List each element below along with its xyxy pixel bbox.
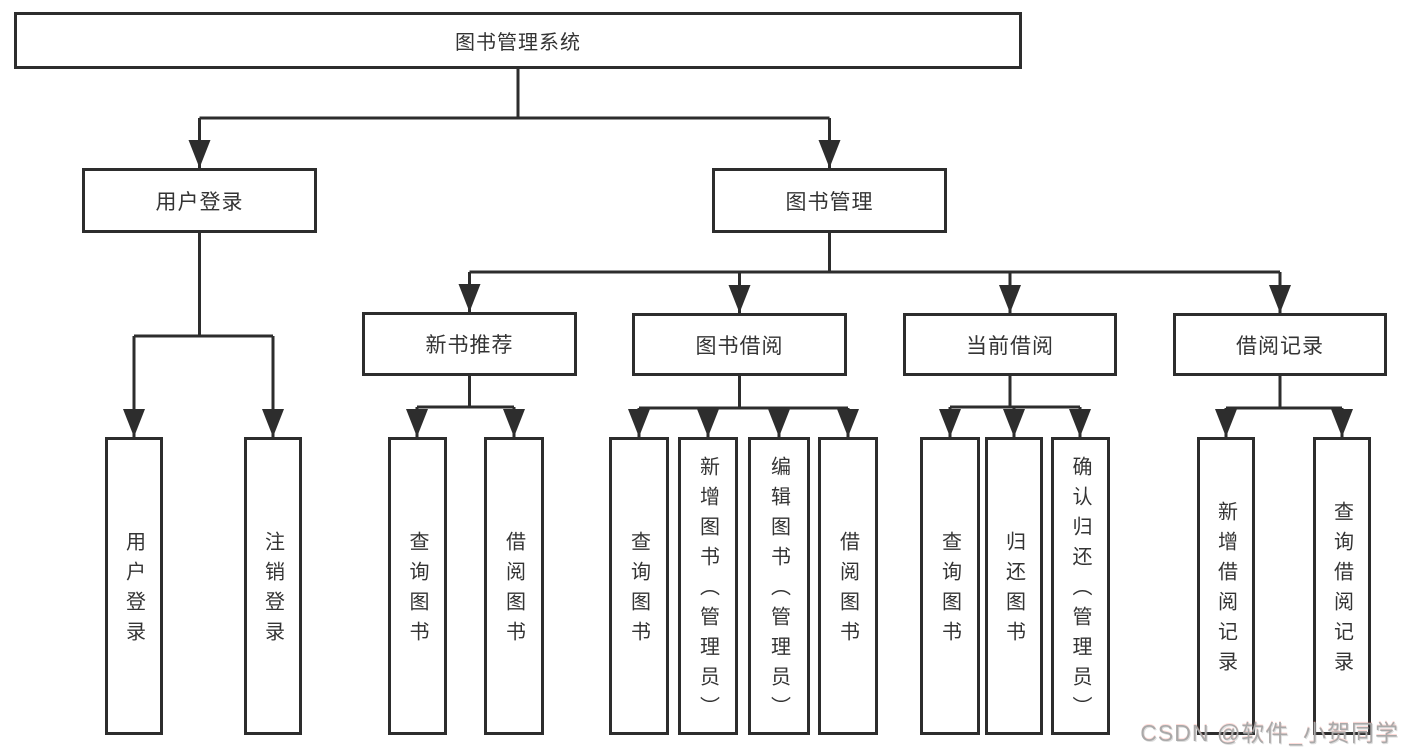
leaf-current-query-books: 查询图书 [920, 437, 980, 735]
arrowhead-icon [1331, 409, 1353, 437]
node-current-borrow: 当前借阅 [903, 313, 1117, 376]
leaf-borrow-edit-books-admin: 编辑图书（管理员） [748, 437, 810, 735]
arrowhead-icon [939, 409, 961, 437]
leaf-borrow-query-books: 查询图书 [609, 437, 669, 735]
leaf-current-return-books: 归还图书 [985, 437, 1043, 735]
arrowhead-icon [837, 409, 859, 437]
node-root: 图书管理系统 [14, 12, 1022, 69]
arrowhead-icon [999, 285, 1021, 313]
arrowhead-icon [458, 284, 481, 312]
arrowhead-icon [1269, 285, 1291, 313]
arrowhead-icon [628, 409, 650, 437]
leaf-recommend-borrow-books: 借阅图书 [484, 437, 544, 735]
node-user-login: 用户登录 [82, 168, 317, 233]
leaf-borrow-borrow-books: 借阅图书 [818, 437, 878, 735]
node-book-management: 图书管理 [712, 168, 947, 233]
arrowhead-icon [503, 409, 525, 437]
leaf-login-logout: 注销登录 [244, 437, 302, 735]
leaf-borrow-add-books-admin: 新增图书（管理员） [678, 437, 738, 735]
watermark: CSDN @软件_小贺同学 [1140, 720, 1399, 746]
arrowhead-icon [1069, 409, 1091, 437]
arrowhead-icon [818, 140, 841, 168]
arrowhead-icon [406, 409, 428, 437]
arrowhead-icon [262, 409, 284, 437]
arrowhead-icon [1215, 409, 1237, 437]
node-book-borrow: 图书借阅 [632, 313, 847, 376]
arrowhead-icon [1003, 409, 1025, 437]
node-new-book-recommend: 新书推荐 [362, 312, 577, 376]
leaf-recommend-query-books: 查询图书 [388, 437, 447, 735]
node-borrow-records: 借阅记录 [1173, 313, 1387, 376]
leaf-current-confirm-return-admin: 确认归还（管理员） [1051, 437, 1110, 735]
arrowhead-icon [697, 409, 719, 437]
arrowhead-icon [728, 285, 751, 313]
leaf-records-query-record: 查询借阅记录 [1313, 437, 1371, 735]
leaf-login-user-login: 用户登录 [105, 437, 163, 735]
leaf-records-add-record: 新增借阅记录 [1197, 437, 1255, 735]
arrowhead-icon [768, 409, 790, 437]
arrowhead-icon [123, 409, 145, 437]
arrowhead-icon [188, 140, 211, 168]
